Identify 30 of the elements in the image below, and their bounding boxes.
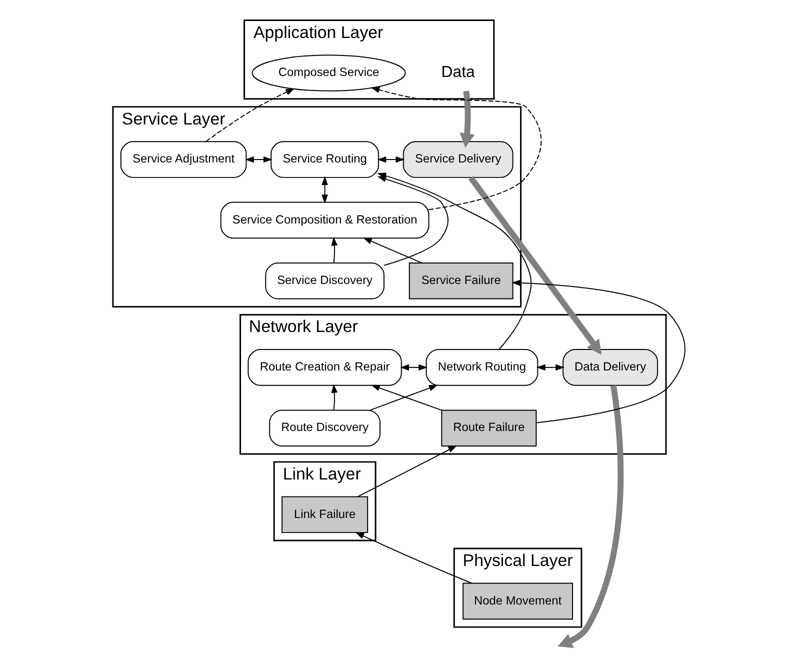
arrow <box>459 90 474 148</box>
node-box: Service Failure <box>408 262 513 300</box>
node-box: Service Adjustment <box>120 141 246 178</box>
node-text: Data <box>440 64 474 81</box>
arrow <box>354 532 472 584</box>
arrow <box>370 86 542 210</box>
arrow <box>330 236 338 264</box>
arrow <box>356 446 457 498</box>
arrow <box>205 88 294 142</box>
node-box: Route Discovery <box>268 410 380 447</box>
node-box: Service Composition & Restoration <box>220 202 429 239</box>
node-box: Service Delivery <box>402 141 513 178</box>
node-box: Service Discovery <box>264 262 384 300</box>
node-box: Network Routing <box>425 349 538 386</box>
arrow <box>244 156 272 163</box>
node-box: Service Routing <box>270 141 379 178</box>
node-box: Route Failure <box>440 410 536 447</box>
arrow <box>330 384 338 410</box>
node-box: Route Creation & Repair <box>247 349 402 386</box>
node-box: Data Delivery <box>562 349 658 386</box>
arrow <box>536 364 564 371</box>
node-box: Node Movement <box>462 582 572 620</box>
arrow <box>511 280 685 424</box>
arrow <box>400 364 428 371</box>
node-box: Link Failure <box>281 496 368 534</box>
node-ellipse: Composed Service <box>251 54 406 92</box>
arrow <box>557 385 624 648</box>
arrow <box>362 238 422 264</box>
arrow <box>376 156 404 163</box>
arrow <box>321 176 328 204</box>
